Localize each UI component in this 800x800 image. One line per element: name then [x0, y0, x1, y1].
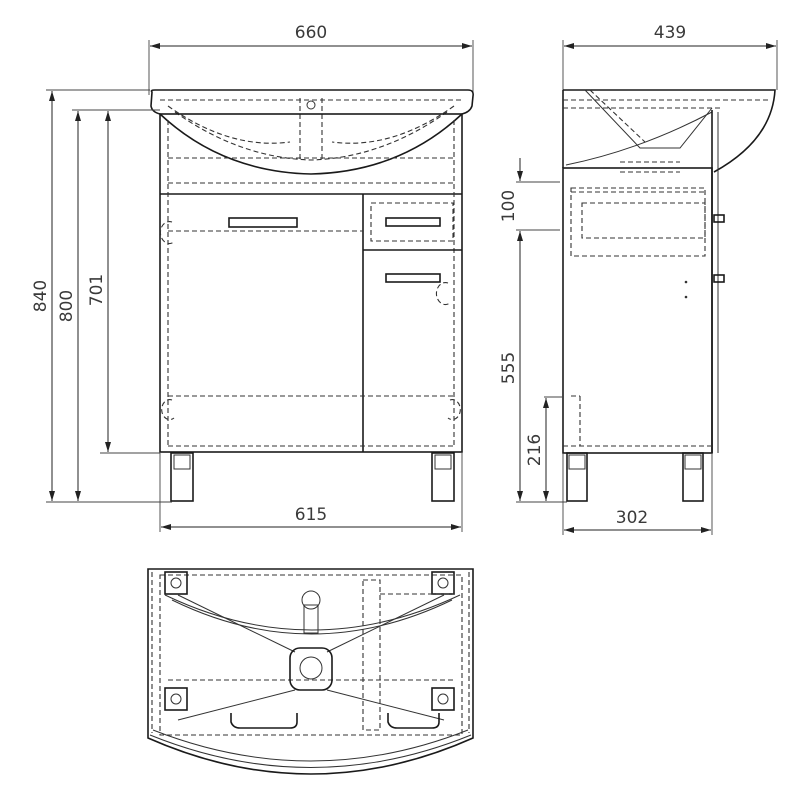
front-view: 660	[31, 23, 474, 532]
dim-height-to-top: 800	[57, 290, 77, 322]
dim-basin-depth: 439	[654, 23, 686, 43]
dim-total-height: 840	[31, 280, 51, 312]
dim-body-height: 701	[87, 274, 107, 306]
dim-drawer-height: 100	[499, 190, 519, 222]
top-view	[147, 568, 474, 775]
side-view: 439 302	[499, 23, 778, 535]
dim-cabinet-depth: 302	[616, 508, 648, 528]
dim-lower-height: 216	[525, 434, 545, 466]
dim-door-height: 555	[499, 352, 519, 384]
dim-cabinet-width: 615	[295, 505, 327, 525]
dim-basin-width: 660	[295, 23, 327, 43]
